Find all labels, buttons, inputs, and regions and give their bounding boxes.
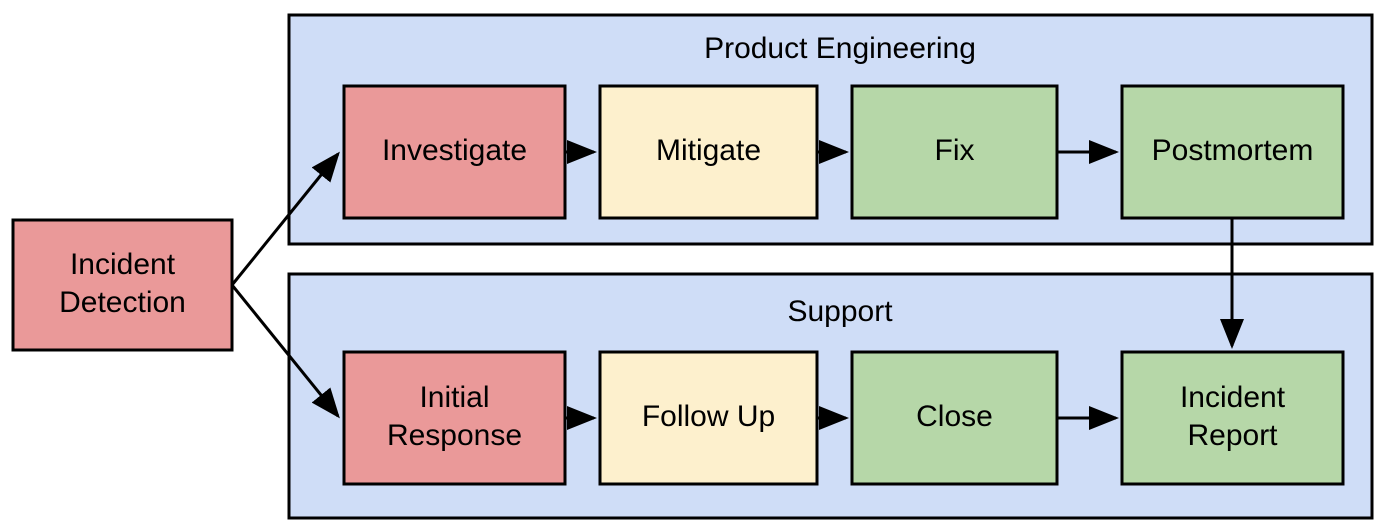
- node-label-fix: Fix: [935, 134, 975, 167]
- node-label-incident-detection: Incident: [70, 248, 176, 281]
- node-label-initial-response: Response: [387, 419, 522, 452]
- node-follow-up[interactable]: Follow Up: [598, 350, 819, 486]
- node-rect-postmortem[interactable]: [1120, 84, 1345, 220]
- node-label-investigate: Investigate: [382, 134, 527, 167]
- node-rect-follow-up[interactable]: [598, 350, 819, 486]
- node-postmortem[interactable]: Postmortem: [1120, 84, 1345, 220]
- node-rect-initial-response[interactable]: [342, 350, 567, 486]
- node-rect-fix[interactable]: [850, 84, 1059, 220]
- node-label-initial-response: Initial: [419, 381, 489, 414]
- node-label-incident-report: Report: [1187, 419, 1278, 452]
- node-rect-investigate[interactable]: [342, 84, 567, 220]
- node-close[interactable]: Close: [850, 350, 1059, 486]
- node-label-incident-report: Incident: [1180, 381, 1286, 414]
- node-label-mitigate: Mitigate: [656, 134, 761, 167]
- node-rect-incident-report[interactable]: [1120, 350, 1345, 486]
- node-label-follow-up: Follow Up: [642, 400, 775, 433]
- edge-detection-investigate: [230, 151, 340, 286]
- node-label-postmortem: Postmortem: [1152, 134, 1314, 167]
- connectors-layer: [230, 140, 1244, 430]
- node-fix[interactable]: Fix: [850, 84, 1059, 220]
- edge-detection-initial-response: [230, 284, 340, 419]
- node-label-close: Close: [916, 400, 993, 433]
- group-label-product-engineering: Product Engineering: [704, 32, 976, 65]
- node-investigate[interactable]: Investigate: [342, 84, 567, 220]
- node-rect-close[interactable]: [850, 350, 1059, 486]
- node-label-incident-detection: Detection: [59, 286, 186, 319]
- node-rect-mitigate[interactable]: [598, 84, 819, 220]
- node-rect-incident-detection[interactable]: [11, 218, 234, 352]
- group-label-support: Support: [787, 295, 893, 328]
- node-mitigate[interactable]: Mitigate: [598, 84, 819, 220]
